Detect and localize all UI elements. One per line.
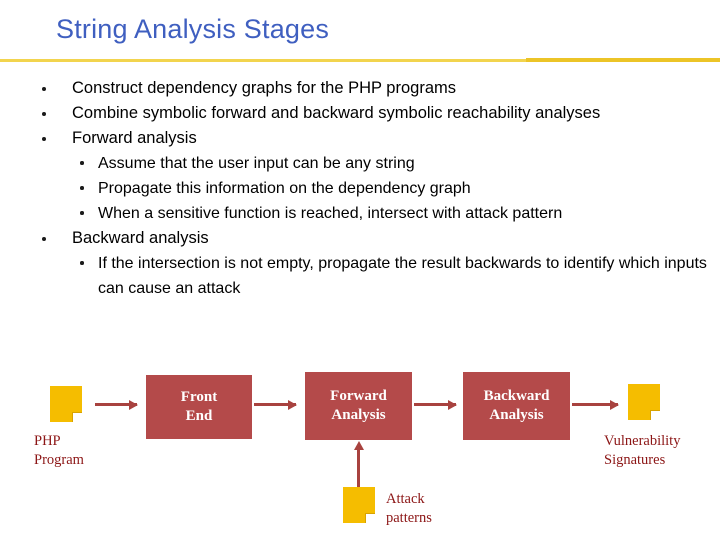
php-program-label: PHP Program — [34, 433, 84, 468]
bullet-dot-icon — [80, 186, 84, 190]
bullet-text: Combine symbolic forward and backward sy… — [72, 104, 601, 122]
vulnerability-signatures-label: Vulnerability Signatures — [604, 433, 681, 468]
title-divider-left — [0, 59, 526, 62]
bullet-text: When a sensitive function is reached, in… — [98, 205, 563, 222]
bullet-item: Propagate this information on the depend… — [36, 176, 708, 201]
bullet-list: Construct dependency graphs for the PHP … — [36, 76, 708, 301]
bullet-text: Backward analysis — [72, 229, 209, 247]
pipeline-diagram: PHP Program Front End Forward Analysis B… — [0, 362, 720, 540]
bullet-item: Assume that the user input can be any st… — [36, 151, 708, 176]
page-fold-corner-icon — [72, 412, 82, 422]
bullet-item: Construct dependency graphs for the PHP … — [36, 76, 708, 101]
bullet-item: Combine symbolic forward and backward sy… — [36, 101, 708, 126]
arrow-attackpatterns-to-forward — [353, 441, 364, 487]
bullet-dot-icon — [80, 261, 84, 265]
bullet-text: Forward analysis — [72, 129, 197, 147]
bullet-item: Backward analysis — [36, 226, 708, 251]
bullet-text: Assume that the user input can be any st… — [98, 155, 415, 172]
box-backward-analysis: Backward Analysis — [463, 372, 570, 440]
arrow-backward-to-vulnerability — [572, 399, 619, 410]
page-fold-corner-icon — [650, 410, 660, 420]
bullet-item: If the intersection is not empty, propag… — [36, 251, 708, 301]
attack-patterns-label: Attack patterns — [386, 491, 432, 526]
arrow-php-to-frontend — [95, 399, 138, 410]
php-program-document-icon — [50, 386, 82, 422]
bullet-dot-icon — [42, 137, 46, 141]
box-front-end: Front End — [146, 375, 252, 439]
arrow-frontend-to-forward — [254, 399, 297, 410]
arrow-forward-to-backward — [414, 399, 457, 410]
bullet-text: If the intersection is not empty, propag… — [98, 255, 707, 297]
bullet-dot-icon — [42, 87, 46, 91]
bullet-dot-icon — [80, 161, 84, 165]
attack-patterns-document-icon — [343, 487, 375, 523]
title-divider-right — [526, 58, 720, 62]
bullet-dot-icon — [42, 112, 46, 116]
bullet-dot-icon — [42, 237, 46, 241]
page-fold-corner-icon — [365, 513, 375, 523]
vulnerability-signatures-document-icon — [628, 384, 660, 420]
bullet-text: Propagate this information on the depend… — [98, 180, 471, 197]
box-forward-analysis: Forward Analysis — [305, 372, 412, 440]
bullet-dot-icon — [80, 211, 84, 215]
bullet-item: Forward analysis — [36, 126, 708, 151]
bullet-text: Construct dependency graphs for the PHP … — [72, 79, 456, 97]
page-title: String Analysis Stages — [56, 14, 330, 44]
bullet-item: When a sensitive function is reached, in… — [36, 201, 708, 226]
